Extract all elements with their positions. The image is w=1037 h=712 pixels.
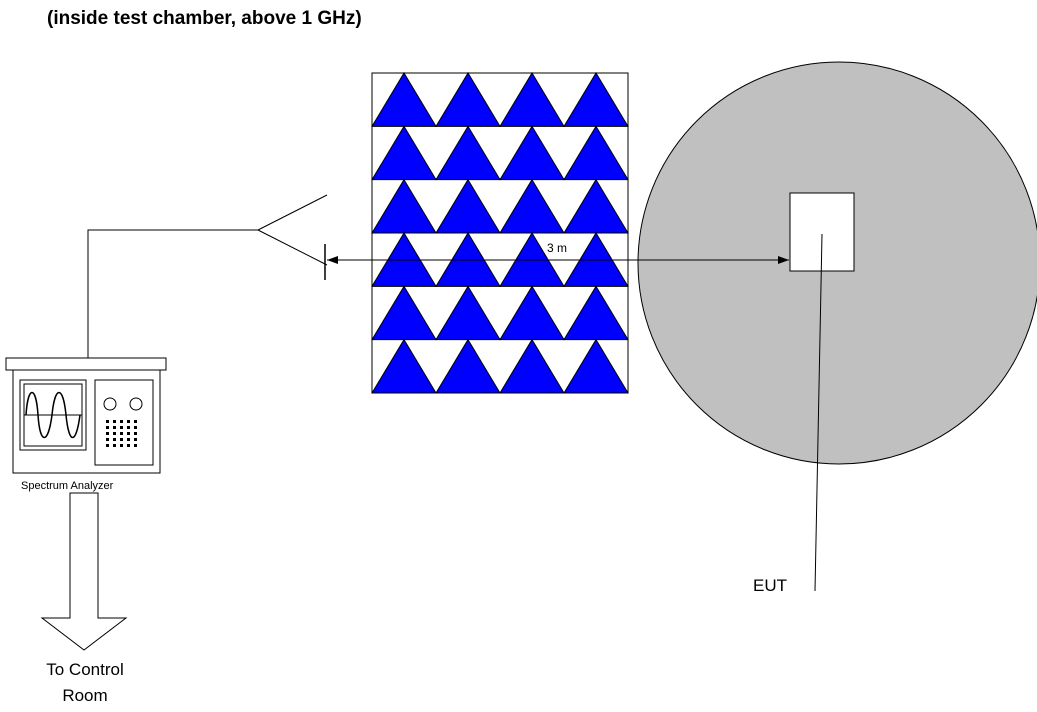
eut-label: EUT <box>753 576 787 595</box>
keypad-key <box>113 420 116 423</box>
spectrum-analyzer: Spectrum Analyzer <box>5 357 167 492</box>
absorber-cone <box>563 338 629 394</box>
antenna-lower-edge <box>257 229 328 266</box>
keypad-key <box>120 420 123 423</box>
horn-antenna <box>257 194 328 266</box>
eut-leader-line <box>814 233 823 592</box>
keypad-key <box>113 432 116 435</box>
analyzer-knob-left <box>103 397 117 411</box>
absorber-panel <box>371 72 629 394</box>
keypad-key <box>127 432 130 435</box>
keypad-key <box>120 444 123 447</box>
to-control-room-arrow <box>40 492 128 651</box>
analyzer-label: Spectrum Analyzer <box>21 480 114 492</box>
keypad-key <box>106 438 109 441</box>
destination-label-line-1: To Control <box>46 660 123 679</box>
absorber-cone <box>435 338 501 394</box>
keypad-key <box>134 444 137 447</box>
keypad-key <box>113 438 116 441</box>
distance-dimension: 3 m <box>324 241 789 280</box>
absorber-cone <box>499 338 565 394</box>
analyzer-waveform <box>25 392 81 438</box>
keypad-key <box>106 432 109 435</box>
keypad-key <box>113 444 116 447</box>
keypad-key <box>134 438 137 441</box>
keypad-key <box>113 426 116 429</box>
keypad-key <box>120 438 123 441</box>
absorber-cone <box>371 338 437 394</box>
keypad-key <box>134 432 137 435</box>
keypad-key <box>106 426 109 429</box>
keypad-key <box>134 426 137 429</box>
keypad-key <box>127 438 130 441</box>
distance-arrowhead-left <box>327 256 338 264</box>
analyzer-control-panel <box>94 379 154 466</box>
keypad-key <box>120 426 123 429</box>
keypad-key <box>127 426 130 429</box>
absorber-cones <box>371 72 629 394</box>
destination-label-line-2: Room <box>62 686 107 705</box>
keypad-key <box>106 444 109 447</box>
analyzer-keypad <box>106 420 137 447</box>
analyzer-knob-right <box>129 397 143 411</box>
keypad-key <box>134 420 137 423</box>
keypad-key <box>127 444 130 447</box>
keypad-key <box>127 420 130 423</box>
diagram-title: (inside test chamber, above 1 GHz) <box>47 8 362 29</box>
antenna-cable <box>87 229 258 358</box>
keypad-key <box>106 420 109 423</box>
distance-arrowhead-right <box>778 256 789 264</box>
distance-label: 3 m <box>547 241 567 255</box>
antenna-upper-edge <box>257 194 328 231</box>
keypad-key <box>120 432 123 435</box>
analyzer-top-rim <box>5 357 167 371</box>
